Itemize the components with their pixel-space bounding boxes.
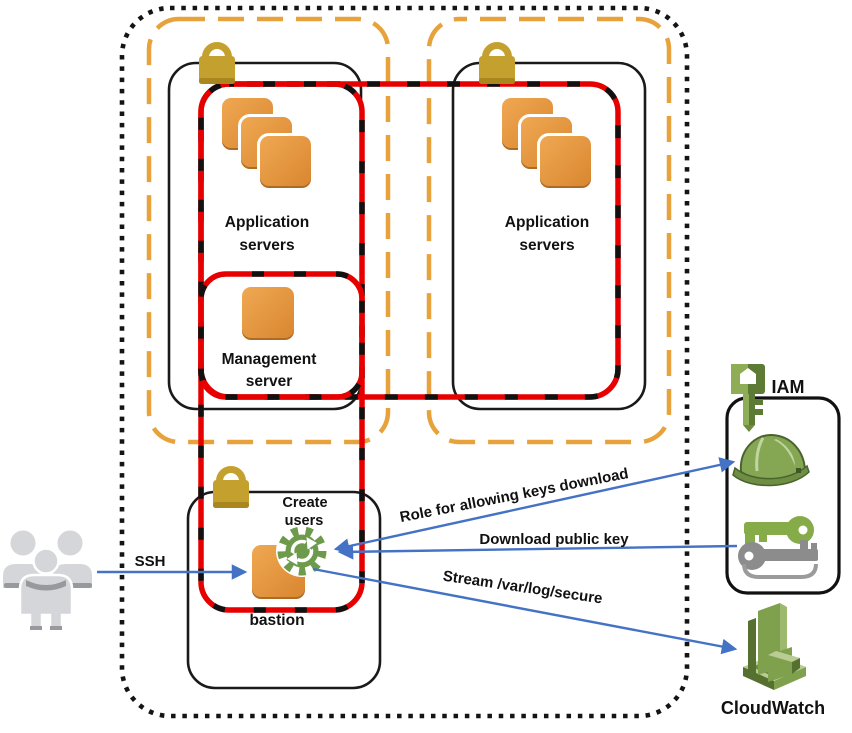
- label-app-servers-left-2: servers: [239, 237, 294, 254]
- server-icon: [242, 287, 294, 340]
- arrow-stream-log: [312, 567, 738, 655]
- subnet-right-box: [451, 61, 647, 411]
- iam-logo-icon: [731, 364, 765, 432]
- lock-icon: [479, 42, 515, 84]
- security-group-management: [198, 271, 365, 400]
- label-iam: IAM: [772, 377, 805, 397]
- cloudwatch-icon: [743, 603, 806, 690]
- sync-gear-icon: [276, 525, 328, 577]
- lock-icon: [199, 42, 235, 84]
- subnet-bastion-box: [186, 490, 382, 690]
- helmet-icon: [732, 433, 810, 487]
- label-ssh: SSH: [135, 553, 166, 570]
- label-download-arrow: Download public key: [479, 531, 629, 548]
- server-stack-icon: [219, 95, 314, 191]
- keys-icon: [738, 516, 818, 579]
- arrow-download-key: [337, 544, 738, 560]
- label-app-servers-left-1: Application: [225, 214, 309, 231]
- server-stack-icon: [499, 95, 594, 191]
- label-app-servers-right-1: Application: [505, 214, 589, 231]
- arrow-role: [333, 457, 736, 554]
- label-role-arrow: Role for allowing keys download: [398, 465, 630, 526]
- label-cloudwatch: CloudWatch: [721, 698, 825, 718]
- users-icon: [1, 528, 94, 632]
- label-create-users-2: users: [285, 513, 324, 529]
- label-create-users-1: Create: [282, 495, 327, 511]
- label-stream-arrow: Stream /var/log/secure: [442, 568, 604, 608]
- zone-right-boundary: [426, 16, 672, 445]
- label-management-server-1: Management: [222, 351, 317, 368]
- vpc-boundary: [119, 5, 690, 719]
- label-management-server-2: server: [246, 373, 293, 390]
- label-bastion: bastion: [249, 612, 304, 629]
- lock-icon: [213, 466, 249, 508]
- zone-left-boundary: [146, 16, 391, 445]
- label-app-servers-right-2: servers: [519, 237, 574, 254]
